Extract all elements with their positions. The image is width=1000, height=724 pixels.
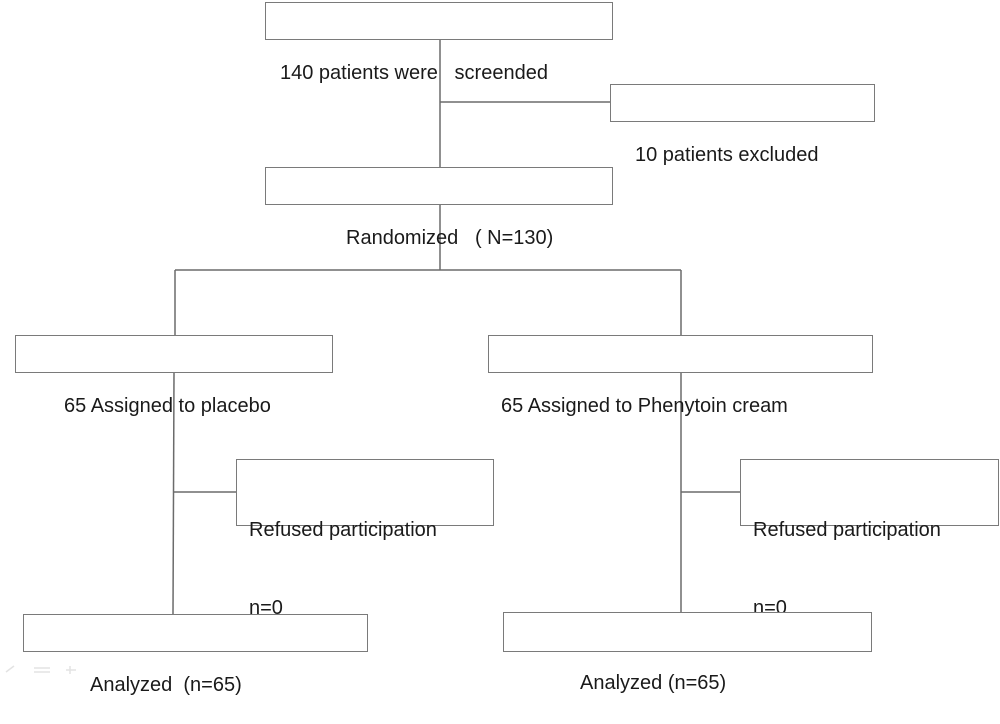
excluded-box: 10 patients excluded [610,84,875,166]
phenytoin-refused-label: Refused participation [753,519,941,541]
phenytoin-assigned-box: 65 Assigned to Phenytoin cream [488,335,873,417]
screened-box: 140 patients were screended [265,2,613,84]
placebo-refused-count: n=0 [249,597,283,619]
faint-artifact-marks [5,665,76,674]
phenytoin-refused-box: Refused participation n=0 [740,459,999,619]
excluded-text: 10 patients excluded [635,144,819,166]
placebo-assigned-box: 65 Assigned to placebo [15,335,333,417]
placebo-refused-box: Refused participation n=0 [236,459,494,619]
placebo-refused-label: Refused participation [249,519,437,541]
screened-text: 140 patients were screended [280,62,548,84]
connector-placebo-analyzed [172,372,175,615]
phenytoin-analyzed-text: Analyzed (n=65) [580,672,727,694]
placebo-analyzed-text: Analyzed (n=65) [90,674,242,696]
connector-lines [172,40,740,615]
placebo-analyzed-box: Analyzed (n=65) [23,614,368,696]
phenytoin-assigned-text: 65 Assigned to Phenytoin cream [501,395,788,417]
randomized-box: Randomized ( N=130) [265,167,613,249]
randomized-text: Randomized ( N=130) [346,227,554,249]
placebo-assigned-text: 65 Assigned to placebo [64,395,271,417]
phenytoin-analyzed-box: Analyzed (n=65) [503,612,872,694]
